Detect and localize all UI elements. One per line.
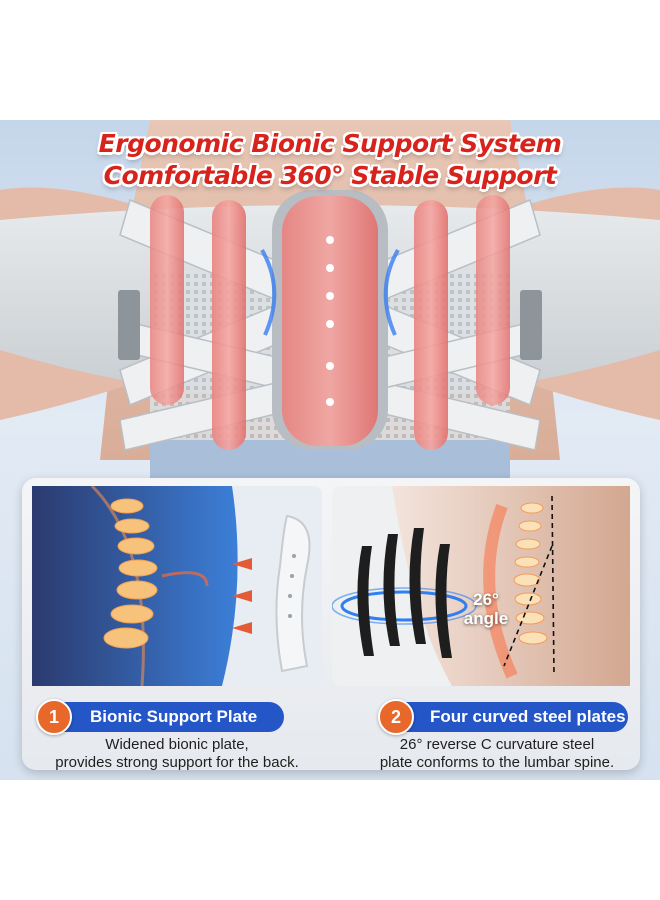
product-image: Ergonomic Bionic Support System Comforta…	[0, 120, 660, 780]
feature2-desc-line2: plate conforms to the lumbar spine.	[379, 754, 615, 770]
angle-value: 26°	[473, 590, 499, 609]
feature2-title: Four curved steel plates	[430, 707, 626, 726]
feature2-desc-line1: 26° reverse C curvature steel	[399, 736, 595, 753]
feature1-desc-line2: provides strong support for the back.	[55, 754, 299, 770]
feature1-description: Widened bionic plate, provides strong su…	[32, 736, 322, 770]
angle-label: 26° angle	[456, 590, 516, 628]
feature2-title-pill: Four curved steel plates	[392, 702, 628, 732]
headline-line2: Comfortable 360° Stable Support	[103, 161, 557, 190]
feature1-title: Bionic Support Plate	[90, 707, 258, 726]
feature1-title-pill: Bionic Support Plate	[48, 702, 284, 732]
back-brace-photo	[0, 120, 660, 480]
feature1-desc-line1: Widened bionic plate,	[105, 736, 249, 753]
feature2-description: 26° reverse C curvature steel plate conf…	[352, 736, 640, 770]
headline-line1: Ergonomic Bionic Support System	[98, 129, 562, 158]
feature2-number-badge: 2	[378, 699, 414, 735]
angle-word: angle	[463, 609, 509, 628]
headline: Ergonomic Bionic Support System Comforta…	[0, 128, 660, 192]
spine-plate-illustration	[32, 486, 322, 686]
feature-panel: 26° angle Bionic Support Plate 1 Widened…	[22, 478, 640, 770]
steel-plates-illustration	[332, 486, 630, 686]
feature1-number-badge: 1	[36, 699, 72, 735]
